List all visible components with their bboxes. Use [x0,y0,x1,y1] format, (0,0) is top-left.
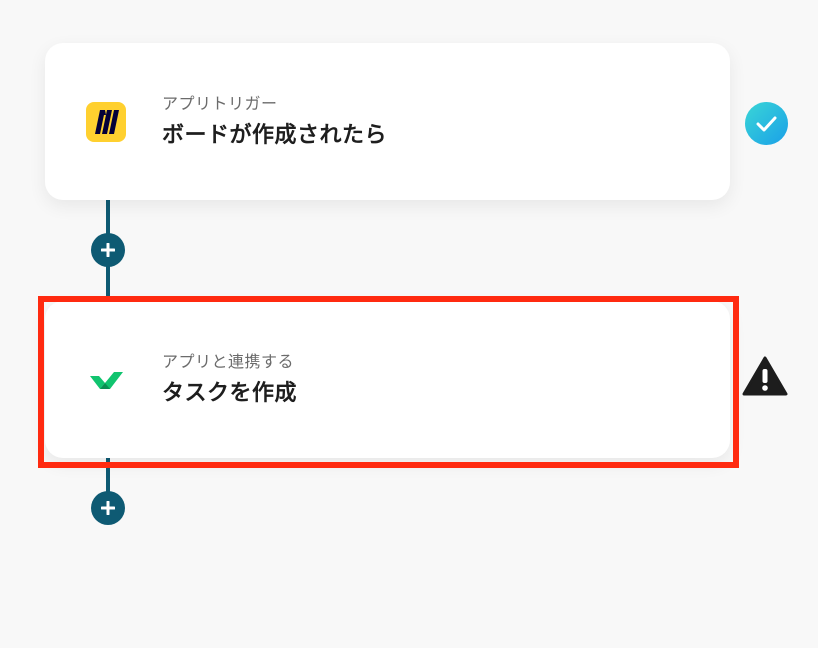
trigger-step-subtitle: アプリトリガー [162,94,278,113]
trigger-step-card[interactable]: アプリトリガー ボードが作成されたら [45,43,730,200]
add-step-button[interactable] [91,491,125,525]
miro-logo-icon [85,101,127,143]
plus-icon [101,501,115,515]
action-step-card[interactable]: アプリと連携する タスクを作成 [45,301,730,458]
flow-connector [106,456,110,496]
action-step-subtitle: アプリと連携する [162,352,295,371]
trigger-step-title: ボードが作成されたら [162,123,388,148]
check-complete-icon [745,102,788,145]
action-step-title: タスクを作成 [162,381,298,406]
warning-icon [742,356,788,396]
add-step-button[interactable] [91,233,125,267]
action-step-text: アプリと連携する タスクを作成 [162,352,297,407]
trigger-step-text: アプリトリガー ボードが作成されたら [162,94,387,149]
wrike-logo-icon [85,359,127,401]
plus-icon [101,243,115,257]
